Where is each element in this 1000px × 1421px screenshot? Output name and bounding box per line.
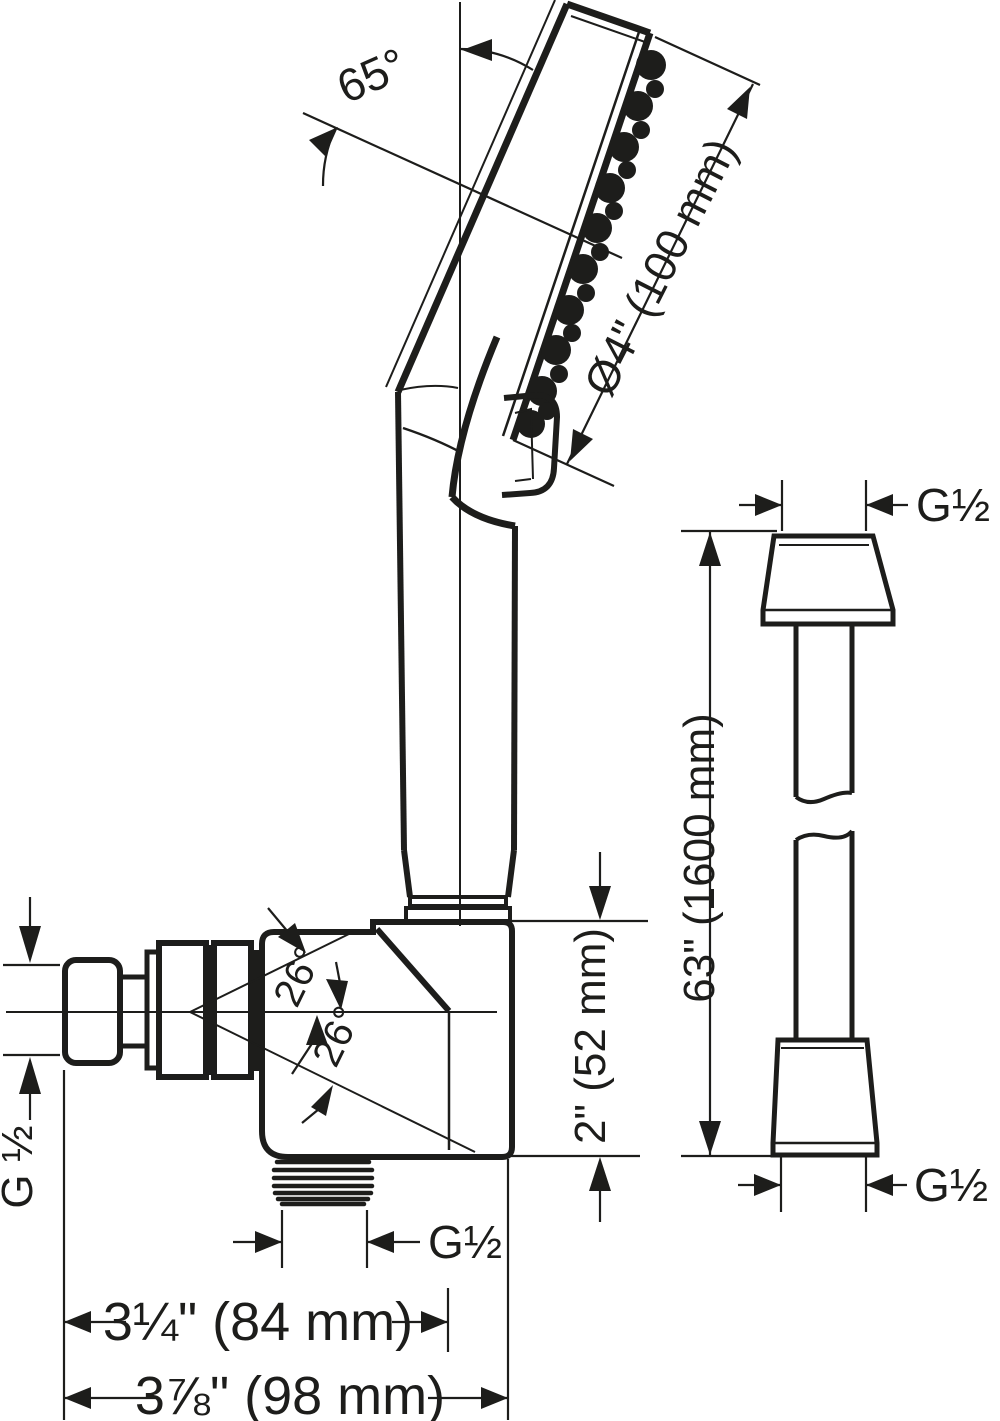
hose-bottom-ext-lines bbox=[779, 1157, 868, 1212]
wall-thread-lines bbox=[3, 963, 60, 1057]
holder-chamfer-edge bbox=[374, 927, 452, 1013]
dim-hose-top-thread: G½ bbox=[739, 479, 990, 531]
pivot-fan-lower-line bbox=[189, 1011, 476, 1153]
wall-thread-label: G ½ bbox=[0, 1125, 42, 1208]
holder-depth-label: 3¼" (84 mm) bbox=[103, 1292, 413, 1352]
angle-upper-arrow-b bbox=[326, 979, 348, 1010]
hose-length-label: 63" (1600 mm) bbox=[675, 713, 724, 1003]
swivel-groove bbox=[206, 945, 214, 1075]
dim-hose-length: 63" (1600 mm) bbox=[675, 529, 777, 1158]
flange-neck bbox=[120, 974, 147, 1049]
head-face-inner-line bbox=[501, 28, 642, 437]
hose-break-line-lower bbox=[794, 829, 854, 842]
outlet-ext-lines bbox=[280, 1210, 369, 1268]
outlet-thread-label: G½ bbox=[428, 1216, 502, 1268]
dim-holder-height: 2" (52 mm) bbox=[508, 852, 648, 1222]
hose-tube-lower bbox=[793, 831, 855, 1040]
outlet-arrow-left bbox=[255, 1231, 282, 1253]
head-back-highlight-line bbox=[385, 0, 556, 388]
handle-collar-upper bbox=[408, 895, 508, 908]
handle-shoulder-curve bbox=[402, 426, 463, 455]
depth-84-arrow-right bbox=[421, 1311, 448, 1333]
holder-height-ext-lines bbox=[508, 919, 648, 1158]
hose-top-ext-lines bbox=[780, 480, 868, 531]
head-handle-junction bbox=[399, 335, 561, 530]
handle-cone bbox=[401, 849, 517, 898]
neck-lower-curve bbox=[449, 494, 516, 530]
head-diameter-label: Ø4" (100 mm) bbox=[574, 130, 747, 404]
diameter-ext-top bbox=[654, 35, 761, 87]
outlet-arrow-right bbox=[367, 1231, 394, 1253]
handle-right-edge bbox=[511, 525, 518, 851]
head-top-edge bbox=[565, 0, 652, 37]
angle-lower-arrow-a bbox=[306, 1015, 328, 1045]
wall-thread-arrow-down bbox=[19, 926, 41, 963]
angle-upper-arrow-a bbox=[278, 923, 306, 953]
spray-nozzles bbox=[517, 50, 666, 438]
pivot-fan-upper-line bbox=[189, 931, 354, 1013]
hose-length-arrow-top bbox=[699, 532, 721, 566]
head-angle-label: 65° bbox=[329, 37, 414, 113]
handle-left-edge bbox=[395, 391, 407, 851]
shower-head bbox=[385, 0, 666, 442]
hose-bottom-thread-label: G½ bbox=[914, 1159, 988, 1211]
dim-holder-depth: 3¼" (84 mm) bbox=[62, 1070, 450, 1420]
depth-84-arrow-left bbox=[64, 1311, 91, 1333]
pivot-hook-outline bbox=[501, 391, 561, 498]
diameter-arrow-top bbox=[727, 87, 750, 119]
hose-bottom-nut bbox=[770, 1037, 880, 1158]
angle-reference-line bbox=[302, 111, 623, 260]
angle-arrow-left bbox=[309, 127, 338, 156]
dim-outlet-thread: G½ bbox=[233, 1210, 502, 1268]
diameter-ext-bottom bbox=[512, 438, 615, 488]
shower-hose bbox=[760, 533, 896, 1158]
swivel-cylinder bbox=[156, 940, 209, 1080]
diameter-dim-line bbox=[566, 83, 754, 465]
swivel-ring-wide bbox=[211, 940, 254, 1080]
angle-lower-leader-a bbox=[291, 1041, 314, 1075]
angle-upper-leader-b bbox=[334, 961, 342, 984]
hose-length-arrow-bottom bbox=[699, 1121, 721, 1155]
hose-top-arrow-left bbox=[755, 494, 782, 516]
dim-wall-thread: G ½ bbox=[0, 897, 60, 1209]
handle-top-curve bbox=[399, 384, 459, 391]
angle-arrow-top bbox=[462, 39, 492, 61]
wall-thread-arrow-up bbox=[19, 1057, 41, 1094]
hose-length-ext-lines bbox=[681, 529, 777, 1158]
angle-lower-arrow-b bbox=[311, 1085, 333, 1116]
holder-height-label: 2" (52 mm) bbox=[566, 928, 615, 1144]
depth-98-arrow-left bbox=[64, 1387, 91, 1409]
body-joint-groove bbox=[251, 950, 259, 1071]
handle bbox=[395, 391, 518, 923]
pivot-hook-facets bbox=[514, 407, 534, 482]
dim-total-depth: 3⅞" (98 mm) bbox=[64, 1159, 510, 1421]
head-back-edge bbox=[394, 2, 571, 394]
depth-98-arrow-right bbox=[481, 1387, 508, 1409]
head-top-inner-line bbox=[570, 15, 646, 43]
total-depth-label: 3⅞" (98 mm) bbox=[135, 1366, 445, 1421]
holder-height-arrow-top bbox=[589, 886, 611, 920]
holder-height-arrow-bottom bbox=[589, 1157, 611, 1191]
wall-connection bbox=[62, 940, 259, 1080]
outlet-threads bbox=[271, 1159, 375, 1207]
hose-tube-upper bbox=[793, 624, 855, 797]
angle-lower-leader-b bbox=[301, 1108, 320, 1124]
neck-curve bbox=[448, 335, 501, 498]
hose-top-thread-label: G½ bbox=[916, 479, 990, 531]
hose-bottom-arrow-left bbox=[754, 1174, 781, 1196]
dim-hose-bottom-thread: G½ bbox=[738, 1157, 988, 1212]
hose-bottom-arrow-right bbox=[866, 1174, 893, 1196]
diameter-arrow-bottom bbox=[570, 429, 593, 461]
hose-top-arrow-right bbox=[866, 494, 893, 516]
hose-break-line-upper bbox=[794, 790, 853, 804]
